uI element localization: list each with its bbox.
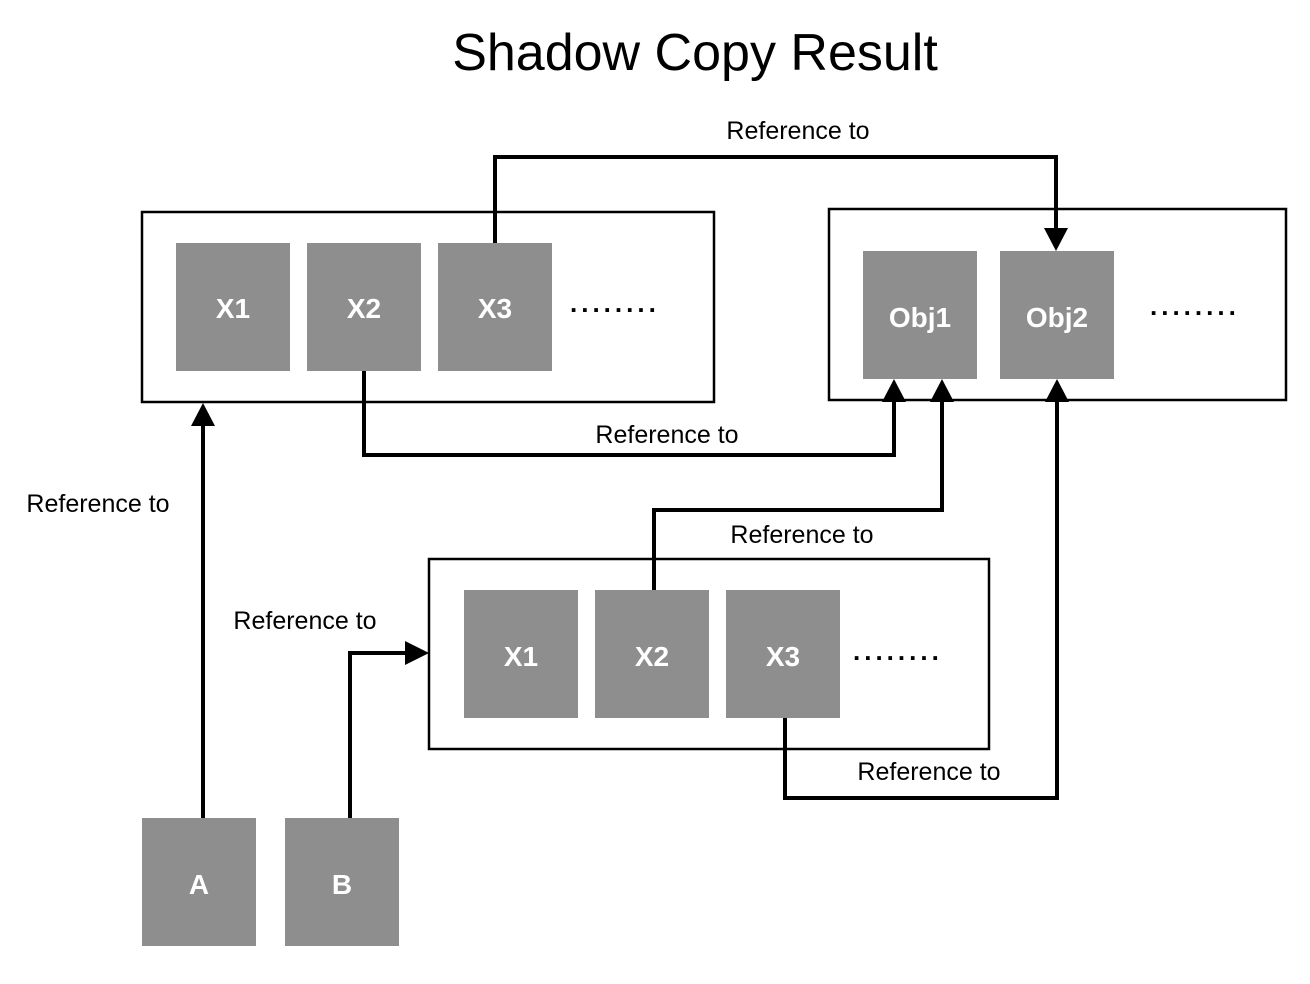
variable-b: B: [285, 818, 399, 946]
cell-label: X3: [478, 293, 512, 324]
arrow-b-x3-to-obj2: [783, 400, 1059, 800]
arrow-a-x3-to-obj2: [493, 155, 1058, 243]
cell-label: X2: [635, 641, 669, 672]
list-a-ellipsis: ........: [570, 288, 660, 318]
cell-label: X1: [504, 641, 538, 672]
diagram-title: Shadow Copy Result: [452, 24, 938, 82]
object-ellipsis: ........: [1150, 291, 1240, 321]
list-a-cell-x1: X1: [176, 243, 290, 371]
variable-label: B: [332, 869, 352, 900]
edge-label-var-a: Reference to: [26, 490, 169, 518]
cell-label: X1: [216, 293, 250, 324]
list-b-cell-x3: X3: [726, 590, 840, 718]
arrow-var-b-to-list-b: [348, 651, 407, 818]
arrowhead: [882, 379, 906, 402]
edge-label-a-x2-obj1: Reference to: [595, 421, 738, 449]
cell-label: X2: [347, 293, 381, 324]
arrowhead: [191, 403, 215, 426]
cell-label: Obj2: [1026, 302, 1088, 333]
arrow-b-x2-to-obj1: [652, 400, 944, 590]
variable-label: A: [189, 869, 209, 900]
arrowhead: [1045, 379, 1069, 402]
list-b-cell-x1: X1: [464, 590, 578, 718]
arrowhead: [405, 641, 429, 665]
arrowhead: [1044, 228, 1068, 251]
list-b-ellipsis: ........: [853, 636, 943, 666]
edge-label-b-x3-obj2: Reference to: [857, 758, 1000, 786]
arrowhead: [930, 379, 954, 402]
list-a-cell-x3: X3: [438, 243, 552, 371]
object-cell-obj2: Obj2: [1000, 251, 1114, 379]
edge-label-a-x3-obj2: Reference to: [726, 117, 869, 145]
list-a-cell-x2: X2: [307, 243, 421, 371]
cell-label: X3: [766, 641, 800, 672]
variable-a: A: [142, 818, 256, 946]
edge-label-b-x2-obj1: Reference to: [730, 521, 873, 549]
arrow-a-x2-to-obj1: [362, 371, 896, 457]
list-b-cell-x2: X2: [595, 590, 709, 718]
object-cell-obj1: Obj1: [863, 251, 977, 379]
cell-label: Obj1: [889, 302, 951, 333]
edge-label-var-b: Reference to: [233, 607, 376, 635]
